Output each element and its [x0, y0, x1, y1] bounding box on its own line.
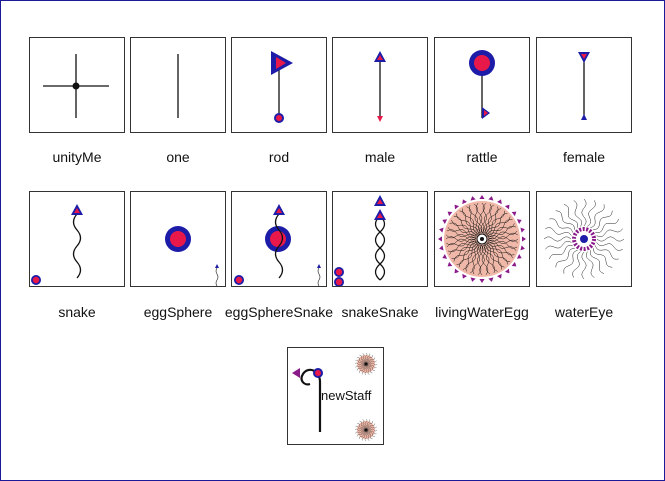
label-waterEye: waterEye [554, 304, 614, 320]
eggSphereSnake-icon [234, 204, 321, 286]
tile-one[interactable] [130, 37, 226, 133]
waterEye-icon [543, 198, 625, 280]
tile-rod[interactable] [231, 37, 327, 133]
label-rattle: rattle [466, 149, 498, 165]
newStaff-icon [292, 352, 378, 442]
snakeSnake-icon [334, 195, 386, 286]
tile-male[interactable] [332, 37, 428, 133]
label-livingWaterEgg: livingWaterEgg [435, 304, 529, 320]
label-snake: snake [58, 304, 96, 320]
label-one: one [166, 149, 190, 165]
tile-newStaff[interactable] [287, 347, 384, 445]
label-female: female [562, 149, 606, 165]
tile-unityMe[interactable] [29, 37, 125, 133]
label-unityMe: unityMe [52, 149, 102, 165]
eggSphere-icon [165, 226, 219, 286]
tile-eggSphere[interactable] [130, 191, 226, 287]
tile-eggSphereSnake[interactable] [231, 191, 327, 287]
female-icon [578, 52, 590, 120]
tile-snake[interactable] [29, 191, 125, 287]
rattle-icon [469, 50, 495, 119]
label-snakeSnake: snakeSnake [341, 304, 419, 320]
tile-female[interactable] [536, 37, 632, 133]
snake-icon [31, 204, 83, 285]
male-icon [374, 51, 386, 122]
livingWaterEgg-icon [438, 195, 526, 283]
label-male: male [364, 149, 396, 165]
rod-icon [271, 51, 293, 123]
one-icon [177, 54, 179, 118]
tile-rattle[interactable] [434, 37, 530, 133]
label-eggSphere: eggSphere [143, 304, 213, 320]
label-rod: rod [268, 149, 290, 165]
tile-waterEye[interactable] [536, 191, 632, 287]
tile-snakeSnake[interactable] [332, 191, 428, 287]
label-newStaff: newStaff [321, 388, 372, 403]
unityMe-icon [43, 54, 109, 118]
tile-livingWaterEgg[interactable] [434, 191, 530, 287]
label-eggSphereSnake: eggSphereSnake [224, 304, 334, 320]
